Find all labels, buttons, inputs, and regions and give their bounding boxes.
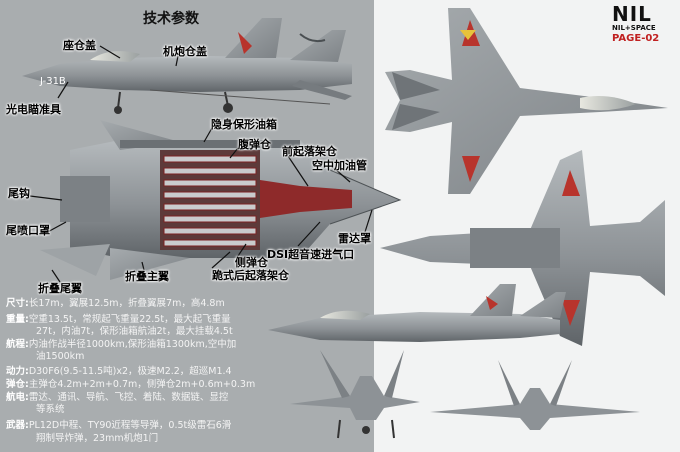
spec-weight-cont: 27t，内油7t，保形油箱航油2t，最大挂载4.5t bbox=[36, 326, 233, 337]
callout-dsi-inlet: DSI超音速进气口 bbox=[267, 248, 355, 261]
callout-tail-hook: 尾钩 bbox=[8, 187, 30, 200]
callout-stealth-tank: 隐身保形油箱 bbox=[211, 118, 277, 131]
spec-avionics-cont: 等系统 bbox=[36, 404, 65, 415]
spec-range: 航程:内油作战半径1000km,保形油箱1300km,空中加 bbox=[6, 339, 237, 350]
spec-weapons: 武器:PL12D中程、TY90近程等导弹，0.5t级雷石6滑 bbox=[6, 420, 232, 431]
spec-weapons-cont: 翔制导炸弹，23mm机炮1门 bbox=[36, 433, 159, 444]
nil-logo: NIL NIL+SPACE PAGE-02 bbox=[612, 4, 676, 48]
callout-side-bay: 侧弹仓 bbox=[235, 256, 268, 269]
callout-gun-cover: 机炮仓盖 bbox=[163, 45, 207, 58]
callout-refuel-probe: 空中加油管 bbox=[312, 159, 367, 172]
top-view-aircraft bbox=[385, 8, 668, 194]
page-number: PAGE-02 bbox=[612, 33, 660, 44]
spec-size: 尺寸:长17m，翼展12.5m，折叠翼展7m，高4.8m bbox=[6, 298, 225, 309]
callout-eots: 光电瞄准具 bbox=[6, 103, 61, 116]
callout-lines bbox=[29, 45, 373, 283]
spec-power: 动力:D30F6(9.5-11.5吨)x2，极速M2.2，超巡M1.4 bbox=[6, 366, 232, 377]
callout-nozzle: 尾喷口罩 bbox=[6, 224, 50, 237]
callout-nose-gear-bay: 前起落架仓 bbox=[282, 145, 337, 158]
callout-main-gear-bay: 跪式后起落架仓 bbox=[212, 269, 289, 282]
underside-cutaway-aircraft bbox=[40, 120, 402, 280]
front-view-aircraft bbox=[290, 350, 640, 439]
callout-folding-wing: 折叠主翼 bbox=[125, 270, 169, 283]
page-title: 技术参数 bbox=[143, 11, 199, 27]
callout-belly-bay: 腹弹仓 bbox=[238, 138, 271, 151]
side-view-aircraft: J-31B bbox=[22, 18, 352, 114]
specs-block: 尺寸:长17m，翼展12.5m，折叠翼展7m，高4.8m 重量:空重13.5t，… bbox=[0, 296, 300, 452]
profile-view-aircraft bbox=[268, 284, 566, 342]
logo-subtext: NIL+SPACE bbox=[612, 24, 656, 32]
bottom-view-aircraft bbox=[380, 150, 665, 346]
callout-canopy: 座仓盖 bbox=[63, 39, 96, 52]
logo-text: NIL bbox=[612, 2, 652, 26]
spec-weight: 重量:空重13.5t，常规起飞重量22.5t，最大起飞重量 bbox=[6, 314, 231, 325]
spec-bays: 弹仓:主弹仓4.2m+2m+0.7m，侧弹仓2m+0.6m+0.3m bbox=[6, 379, 256, 390]
aircraft-label-side: J-31B bbox=[39, 76, 66, 87]
spec-avionics: 航电:雷达、通讯、导航、飞控、着陆、数据链、显控 bbox=[6, 392, 229, 403]
callout-radome: 雷达罩 bbox=[338, 232, 371, 245]
spec-range-cont: 油1500km bbox=[36, 351, 85, 362]
callout-folding-tail: 折叠尾翼 bbox=[38, 282, 82, 295]
weapon-bay-missiles bbox=[163, 155, 257, 247]
